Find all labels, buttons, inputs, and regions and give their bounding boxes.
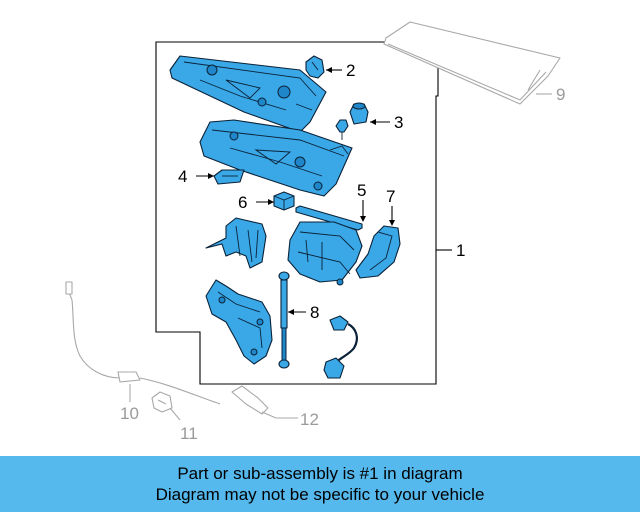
info-banner: Part or sub-assembly is #1 in diagram Di… (0, 456, 640, 512)
part-3-grommet[interactable] (335, 102, 369, 140)
center-bin-part[interactable] (287, 221, 363, 286)
part-10-cable[interactable] (65, 281, 221, 405)
part-6-block[interactable] (273, 191, 295, 211)
parts-diagram: 9 2 3 (65, 21, 565, 443)
callout-5: 5 (357, 181, 366, 200)
callout-3: 3 (394, 113, 403, 132)
part-12-handle[interactable] (231, 385, 277, 419)
upper-tray-part[interactable] (169, 55, 327, 133)
callout-9: 9 (556, 85, 565, 104)
part-5-rod[interactable] (295, 205, 363, 231)
callout-10: 10 (120, 404, 139, 423)
callout-7: 7 (386, 187, 395, 206)
callout-11: 11 (180, 424, 198, 443)
part-11-clip[interactable] (151, 391, 173, 413)
part-2-clip[interactable] (305, 55, 325, 79)
callout-1: 1 (456, 241, 465, 260)
part-8-strut[interactable] (278, 271, 290, 369)
part-9-panel[interactable] (383, 21, 561, 105)
part-7-pad[interactable] (355, 225, 401, 279)
banner-line-1: Part or sub-assembly is #1 in diagram (177, 464, 463, 483)
hinge-plate-part[interactable] (205, 279, 273, 365)
part-4-bracket[interactable] (213, 169, 245, 185)
callout-6: 6 (238, 193, 247, 212)
wire-harness-part[interactable] (323, 315, 358, 379)
leader-11 (169, 407, 181, 421)
left-bracket-part[interactable] (205, 217, 267, 269)
callout-8: 8 (310, 303, 319, 322)
banner-line-2: Diagram may not be specific to your vehi… (155, 485, 485, 504)
middle-tray-part[interactable] (199, 119, 353, 197)
callout-12: 12 (300, 410, 319, 429)
callout-2: 2 (346, 61, 355, 80)
callout-4: 4 (178, 167, 187, 186)
